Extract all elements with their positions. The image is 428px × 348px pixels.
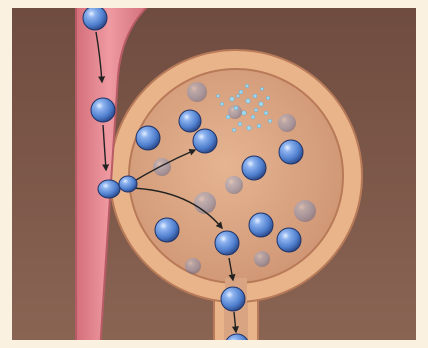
- particle-icon: [179, 110, 201, 132]
- particle-icon: [91, 98, 115, 122]
- particle-icon: [155, 218, 179, 242]
- particle-icon: [193, 129, 217, 153]
- particle-icon: [83, 6, 107, 30]
- particle-icon: [98, 180, 120, 198]
- particle-icon: [249, 213, 273, 237]
- particle-icon: [242, 156, 266, 180]
- particle-icon: [277, 228, 301, 252]
- particle-icon: [215, 231, 239, 255]
- particle-icon: [119, 176, 137, 192]
- particle-icon: [279, 140, 303, 164]
- particle-icon: [221, 287, 245, 311]
- particle-icon: [136, 126, 160, 150]
